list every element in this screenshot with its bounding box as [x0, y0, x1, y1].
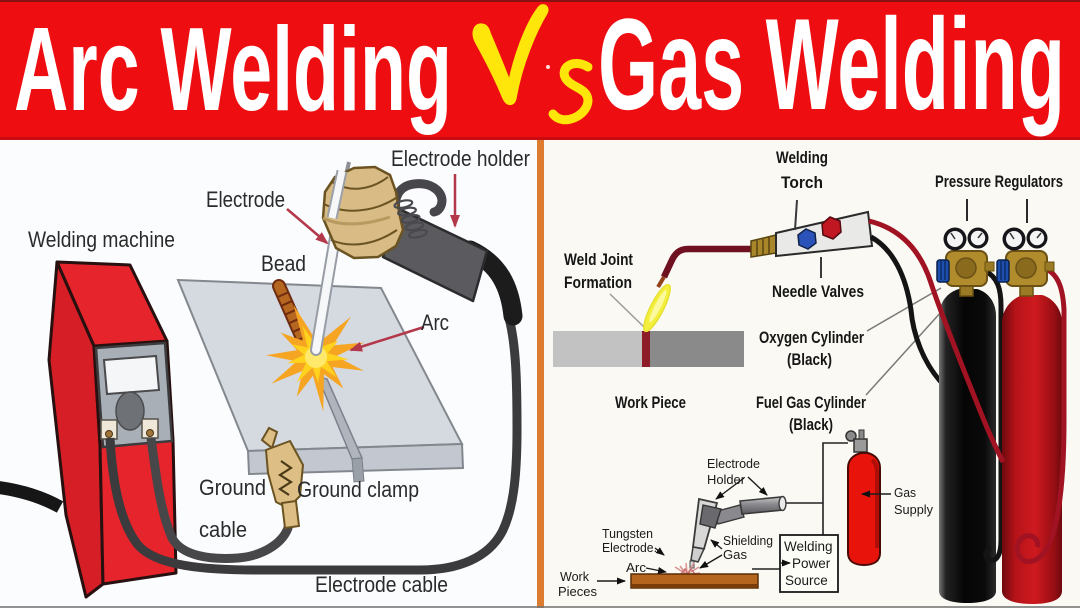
svg-text:Power: Power — [792, 556, 831, 571]
svg-text:Work: Work — [560, 569, 589, 584]
svg-text:Torch: Torch — [781, 173, 823, 192]
svg-text:Work Piece: Work Piece — [615, 393, 686, 412]
svg-text:Gas: Gas — [723, 547, 748, 562]
svg-text:Shielding: Shielding — [723, 533, 773, 548]
svg-text:(Black): (Black) — [789, 415, 833, 434]
svg-text:Electrode: Electrode — [707, 456, 760, 471]
svg-text:Holder: Holder — [707, 472, 746, 487]
svg-text:Bead: Bead — [261, 251, 306, 276]
svg-text:Pressure Regulators: Pressure Regulators — [935, 172, 1063, 191]
svg-text:Gas: Gas — [894, 485, 916, 500]
svg-text:Electrode cable: Electrode cable — [315, 572, 448, 597]
svg-text:Arc Welding: Arc Welding — [14, 3, 452, 136]
svg-text:Formation: Formation — [564, 273, 632, 292]
svg-text:Electrode: Electrode — [206, 187, 285, 212]
svg-text:cable: cable — [199, 517, 247, 542]
svg-text:Weld Joint: Weld Joint — [564, 250, 633, 269]
svg-text:Gas Welding: Gas Welding — [598, 0, 1065, 137]
svg-text:Ground: Ground — [199, 475, 266, 500]
svg-text:Electrode.: Electrode. — [602, 540, 657, 555]
svg-text:Welding machine: Welding machine — [28, 227, 175, 252]
svg-text:Welding: Welding — [784, 539, 833, 554]
svg-text:Welding: Welding — [776, 148, 828, 167]
svg-text:Ground clamp: Ground clamp — [297, 477, 419, 502]
svg-text:Oxygen Cylinder: Oxygen Cylinder — [759, 328, 864, 347]
svg-text:Fuel Gas Cylinder: Fuel Gas Cylinder — [756, 393, 866, 412]
svg-text:Source: Source — [785, 573, 828, 588]
svg-text:(Black): (Black) — [787, 350, 832, 369]
svg-text:Arc: Arc — [626, 560, 647, 575]
svg-text:Electrode holder: Electrode holder — [391, 146, 530, 171]
svg-text:Needle Valves: Needle Valves — [772, 282, 864, 301]
svg-text:Tungsten: Tungsten — [602, 526, 653, 541]
svg-text:Pieces: Pieces — [558, 584, 597, 599]
svg-text:Supply: Supply — [894, 502, 933, 517]
svg-text:Arc: Arc — [421, 310, 449, 335]
